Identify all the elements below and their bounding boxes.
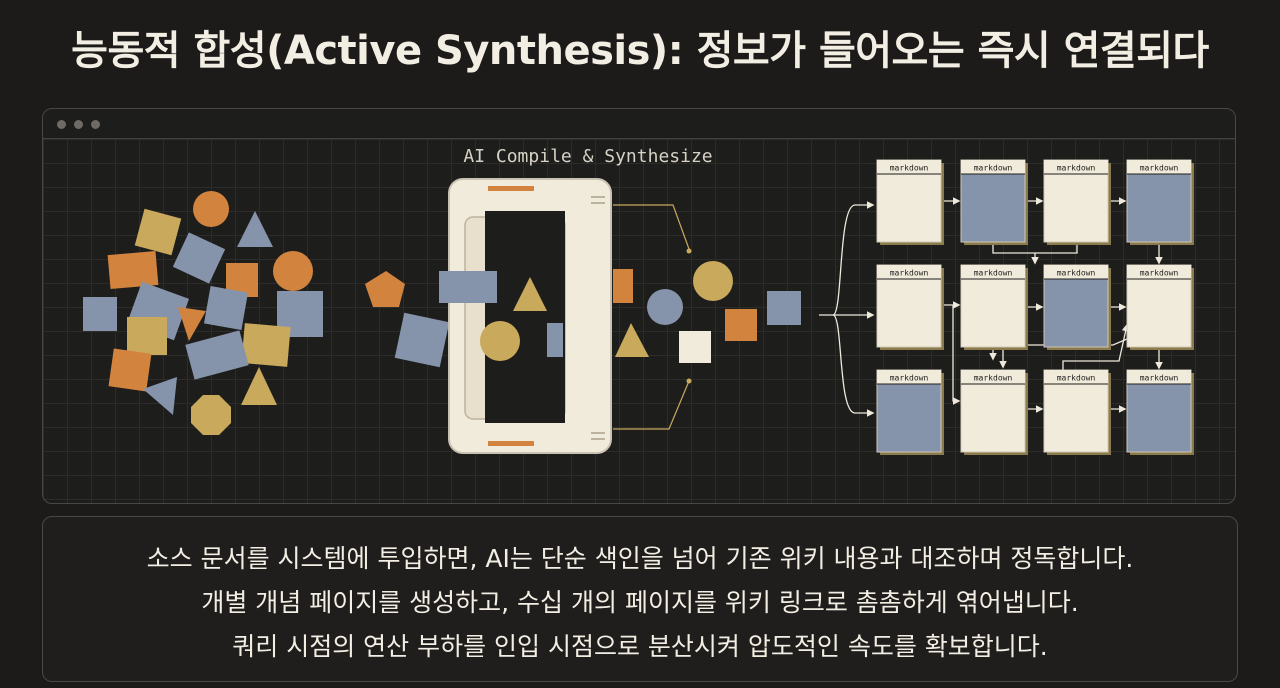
markdown-page: markdown [1043, 264, 1111, 350]
orange-triangle [178, 307, 206, 341]
slate-triangle [237, 211, 273, 247]
output-shapes [613, 204, 801, 430]
fanout-arrow [832, 314, 875, 417]
connector-line [613, 204, 690, 250]
page-label: markdown [1057, 269, 1096, 278]
gold-triangle [615, 323, 649, 357]
page-header [877, 160, 941, 174]
orange-rect [613, 269, 633, 303]
window-dot [74, 120, 83, 129]
orange-rect [107, 250, 159, 290]
window-titlebar [43, 109, 1235, 139]
page-label: markdown [974, 164, 1013, 173]
markdown-page: markdown [960, 369, 1028, 455]
page-label: markdown [974, 374, 1013, 383]
page-header [961, 265, 1025, 279]
processor-label: AI Compile & Synthesize [463, 146, 712, 167]
page-label: markdown [890, 269, 929, 278]
orange-square [108, 348, 152, 392]
gold-octagon [191, 395, 231, 435]
wiki-link [952, 305, 961, 405]
page-header [1044, 160, 1108, 174]
window-dot [57, 120, 66, 129]
gold-rect [241, 323, 291, 367]
cream-square [679, 331, 711, 363]
slate-square [394, 312, 450, 368]
processor-slot [488, 441, 534, 446]
page-label: markdown [1140, 269, 1179, 278]
page-header [1127, 370, 1191, 384]
page-label: markdown [1057, 164, 1096, 173]
orange-pentagon [365, 271, 405, 307]
page-header [1044, 370, 1108, 384]
fanout-arrow [832, 201, 875, 316]
markdown-page: markdown [876, 369, 944, 455]
gold-circle [693, 261, 733, 301]
connector-line [613, 380, 690, 430]
page-header [877, 370, 941, 384]
page-label: markdown [1140, 374, 1179, 383]
orange-circle [193, 191, 229, 227]
slate-square [83, 297, 117, 331]
page-label: markdown [974, 269, 1013, 278]
gold-circle [480, 321, 520, 361]
page-header [877, 265, 941, 279]
page-label: markdown [890, 374, 929, 383]
orange-circle [273, 251, 313, 291]
page-label: markdown [890, 164, 929, 173]
caption-line: 쿼리 시점의 연산 부하를 인입 시점으로 분산시켜 압도적인 속도를 확보합니… [232, 632, 1048, 661]
slate-circle [647, 289, 683, 325]
connector-dot [686, 248, 692, 254]
page-label: markdown [1057, 374, 1096, 383]
page-header [961, 370, 1025, 384]
fanout-arrows [819, 201, 875, 417]
window-dot [91, 120, 100, 129]
gold-triangle [241, 367, 277, 405]
processor-window [485, 211, 565, 423]
markdown-page: markdown [876, 264, 944, 350]
wiki-link [1062, 323, 1130, 371]
markdown-page: markdown [960, 264, 1028, 350]
markdown-page: markdown [960, 159, 1028, 245]
page-header [1127, 160, 1191, 174]
slate-square [767, 291, 801, 325]
gold-triangle [513, 277, 547, 311]
caption-box: 소스 문서를 시스템에 투입하면, AI는 단순 색인을 넘어 기존 위키 내용… [42, 516, 1238, 682]
markdown-page: markdown [1126, 159, 1194, 245]
markdown-page-grid: markdown markdown markdown markdown markdown… [876, 159, 1194, 455]
processor-slot [488, 186, 534, 191]
page-label: markdown [1140, 164, 1179, 173]
markdown-page: markdown [1126, 264, 1194, 350]
incoming-shapes [365, 271, 450, 368]
markdown-page: markdown [1043, 159, 1111, 245]
slate-triangle [143, 377, 177, 415]
gold-square [127, 317, 167, 355]
page-header [961, 160, 1025, 174]
ai-processor: AI Compile & Synthesize [439, 146, 713, 454]
slate-square [172, 232, 226, 284]
diagram-window: AI Compile & Synthesize [42, 108, 1236, 504]
caption-line: 개별 개념 페이지를 생성하고, 수십 개의 페이지를 위키 링크로 촘촘하게 … [201, 588, 1079, 617]
slate-rect [439, 271, 497, 303]
page-header [1044, 265, 1108, 279]
markdown-page: markdown [1126, 369, 1194, 455]
page-header [1127, 265, 1191, 279]
gold-square [134, 208, 182, 256]
orange-square [725, 309, 757, 341]
slate-rect [185, 330, 249, 380]
raw-source-shapes [83, 191, 323, 435]
markdown-page: markdown [876, 159, 944, 245]
connector-dot [686, 378, 692, 384]
page-title: 능동적 합성(Active Synthesis): 정보가 들어오는 즉시 연결… [71, 28, 1209, 74]
slate-rect [547, 323, 563, 357]
caption-line: 소스 문서를 시스템에 투입하면, AI는 단순 색인을 넘어 기존 위키 내용… [146, 544, 1134, 573]
diagram-canvas: AI Compile & Synthesize [43, 139, 1235, 503]
synthesis-diagram: AI Compile & Synthesize [83, 146, 1194, 455]
markdown-page: markdown [1043, 369, 1111, 455]
slate-square [203, 285, 249, 331]
